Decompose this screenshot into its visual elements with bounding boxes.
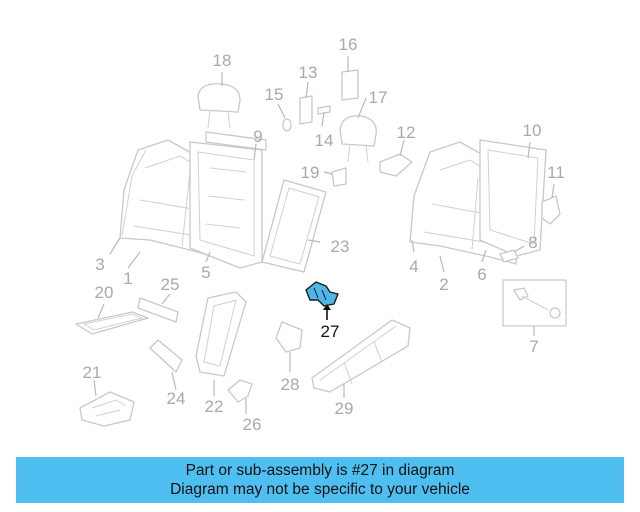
highlighted-part-27[interactable] [305,281,339,320]
parts-diagram: 18 16 13 15 17 14 12 9 19 10 11 23 8 3 1… [75,35,567,434]
callout-7[interactable]: 7 [529,337,538,356]
left-seat-frame [189,131,267,269]
callout-26[interactable]: 26 [243,415,262,434]
callout-3[interactable]: 3 [95,255,104,274]
callout-19[interactable]: 19 [301,163,320,182]
tray-20 [75,311,149,335]
base-21 [79,391,135,427]
callout-6[interactable]: 6 [477,265,486,284]
callout-21[interactable]: 21 [83,363,102,382]
callout-23[interactable]: 23 [331,237,350,256]
cover-24 [149,339,183,373]
callout-5[interactable]: 5 [201,263,210,282]
callout-24[interactable]: 24 [167,389,186,408]
callout-14[interactable]: 14 [315,131,334,150]
callout-9[interactable]: 9 [253,127,262,146]
bracket-11 [541,195,561,225]
callout-27[interactable]: 27 [321,322,340,341]
right-seat-back [409,139,547,265]
rail-29 [311,319,411,393]
leader-lines [93,56,555,414]
callout-13[interactable]: 13 [299,63,318,82]
callout-numbers: 18 16 13 15 17 14 12 9 19 10 11 23 8 3 1… [83,35,565,434]
callout-17[interactable]: 17 [369,88,388,107]
info-banner: Part or sub-assembly is #27 in diagram D… [16,457,624,503]
small-hardware [282,69,413,187]
callout-11[interactable]: 11 [547,163,565,182]
mechanism-28 [275,321,303,353]
strip-25 [137,297,179,323]
callout-4[interactable]: 4 [409,257,418,276]
back-panel-23 [261,179,327,273]
callout-28[interactable]: 28 [281,375,300,394]
callout-15[interactable]: 15 [265,85,284,104]
callout-25[interactable]: 25 [161,275,180,294]
callout-1[interactable]: 1 [123,269,132,288]
callout-12[interactable]: 12 [397,123,416,142]
part-7-kit [502,279,567,327]
callout-29[interactable]: 29 [335,399,354,418]
callout-16[interactable]: 16 [339,35,358,54]
callout-22[interactable]: 22 [205,397,224,416]
callout-20[interactable]: 20 [95,283,114,302]
callout-8[interactable]: 8 [528,233,537,252]
banner-line-1: Part or sub-assembly is #27 in diagram [185,462,455,479]
callout-18[interactable]: 18 [213,51,232,70]
housing-22 [195,291,247,377]
bracket-26 [227,379,253,403]
headrest-17 [339,115,377,163]
banner-line-2: Diagram may not be specific to your vehi… [170,481,470,498]
callout-10[interactable]: 10 [523,121,542,140]
headrest-18 [197,83,241,129]
bolt-8 [499,249,519,263]
callout-2[interactable]: 2 [439,275,448,294]
